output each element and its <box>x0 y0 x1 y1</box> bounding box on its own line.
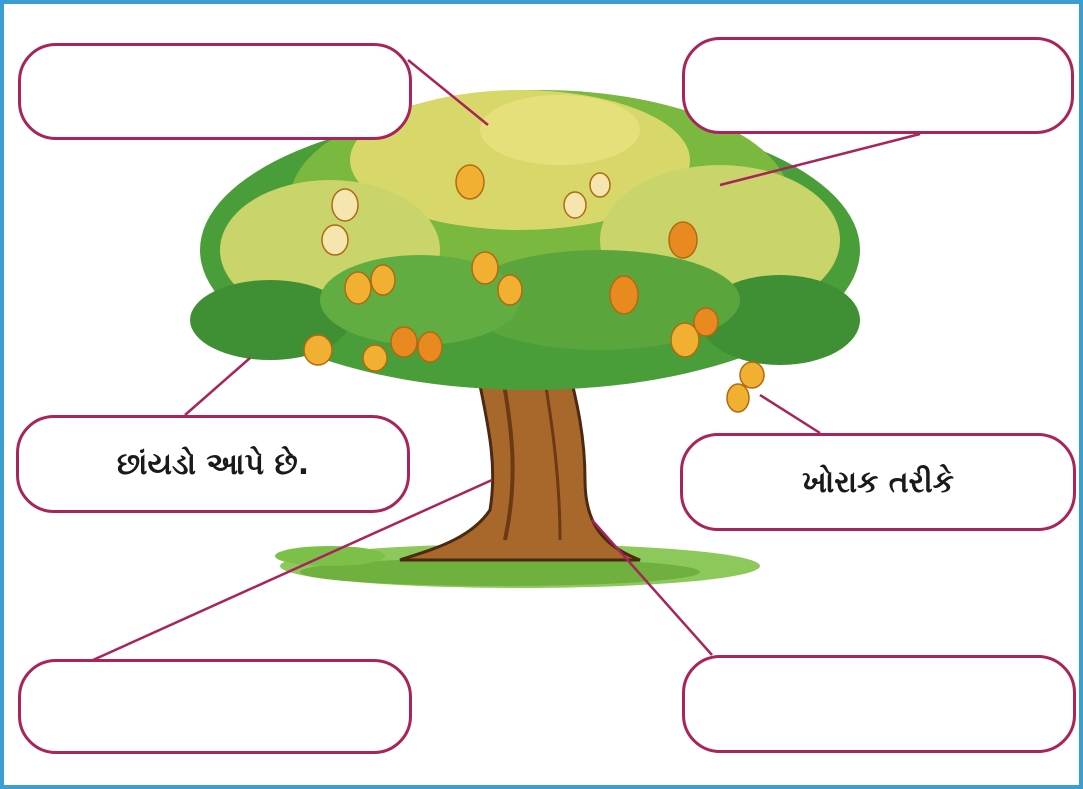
leader-line-middle-left <box>185 358 250 415</box>
answer-box-bottom-left[interactable] <box>18 659 412 754</box>
answer-box-text: છાંયડો આપે છે. <box>117 447 309 482</box>
leader-line-bottom-right <box>592 520 712 655</box>
leader-line-middle-right <box>760 395 820 433</box>
answer-box-bottom-right[interactable] <box>682 655 1076 753</box>
answer-box-top-right[interactable] <box>682 37 1074 134</box>
answer-box-text: ખોરાક તરીકે <box>802 465 954 500</box>
answer-box-top-left[interactable] <box>18 43 412 140</box>
answer-box-middle-left[interactable]: છાંયડો આપે છે. <box>16 415 410 513</box>
answer-box-middle-right[interactable]: ખોરાક તરીકે <box>680 433 1076 531</box>
